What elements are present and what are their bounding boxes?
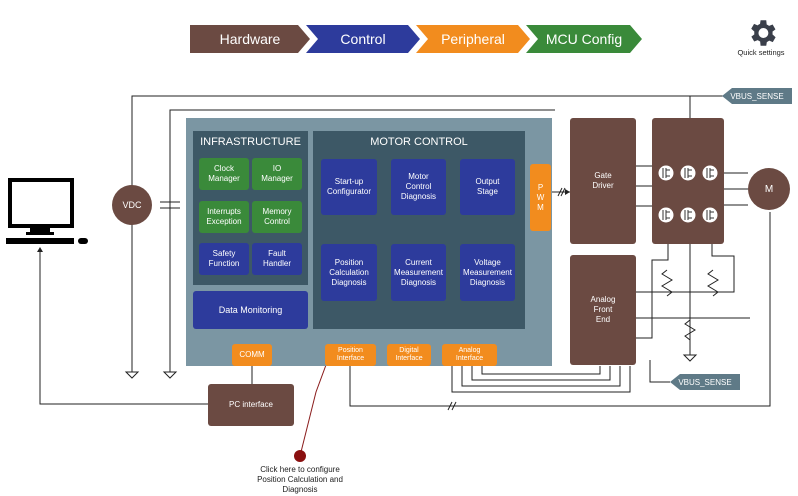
infrastructure-title: INFRASTRUCTURE: [200, 136, 301, 148]
startup-configurator-block[interactable]: Start-up Configurator: [321, 159, 377, 215]
io-manager-block[interactable]: IO Manager: [252, 158, 302, 190]
callout-dot: [294, 450, 306, 462]
gate-driver-block[interactable]: Gate Driver: [570, 118, 636, 244]
mosfet-icons: [657, 164, 719, 224]
fault-handler-block[interactable]: Fault Handler: [252, 243, 302, 275]
voltage-measurement-diagnosis-block[interactable]: Voltage Measurement Diagnosis: [460, 244, 515, 301]
analog-front-end-block[interactable]: Analog Front End: [570, 255, 636, 365]
comm-block[interactable]: COMM: [232, 344, 272, 366]
digital-interface-block[interactable]: Digital Interface: [387, 344, 431, 366]
gear-icon[interactable]: [745, 16, 779, 50]
clock-manager-block[interactable]: Clock Manager: [199, 158, 249, 190]
tab-hardware[interactable]: Hardware: [190, 25, 310, 53]
vbus-sense-top-tag: VBUS_SENSE: [722, 88, 792, 104]
tab-mcu-config[interactable]: MCU Config: [526, 25, 642, 53]
pc-interface-block[interactable]: PC interface: [208, 384, 294, 426]
vbus-sense-bottom-tag: VBUS_SENSE: [670, 374, 740, 390]
tab-peripheral[interactable]: Peripheral: [416, 25, 530, 53]
safety-function-block[interactable]: Safety Function: [199, 243, 249, 275]
output-stage-block[interactable]: Output Stage: [460, 159, 515, 215]
motor-control-diagnosis-block[interactable]: Motor Control Diagnosis: [391, 159, 446, 215]
motor-circle[interactable]: M: [748, 168, 790, 210]
pwm-block[interactable]: P W M: [530, 164, 551, 231]
tab-control[interactable]: Control: [306, 25, 420, 53]
motor-control-title: MOTOR CONTROL: [370, 136, 468, 148]
position-interface-block[interactable]: Position Interface: [325, 344, 376, 366]
computer-icon: [6, 178, 88, 244]
position-calculation-diagnosis-block[interactable]: Position Calculation Diagnosis: [321, 244, 377, 301]
data-monitoring-block[interactable]: Data Monitoring: [193, 291, 308, 329]
current-measurement-diagnosis-block[interactable]: Current Measurement Diagnosis: [391, 244, 446, 301]
interrupts-exception-block[interactable]: Interrupts Exception: [199, 201, 249, 233]
quick-settings-label[interactable]: Quick settings: [737, 48, 785, 57]
callout-text[interactable]: Click here to configure Position Calcula…: [257, 465, 343, 494]
analog-interface-block[interactable]: Analog Interface: [442, 344, 497, 366]
memory-control-block[interactable]: Memory Control: [252, 201, 302, 233]
vdc-source: VDC: [112, 185, 152, 225]
